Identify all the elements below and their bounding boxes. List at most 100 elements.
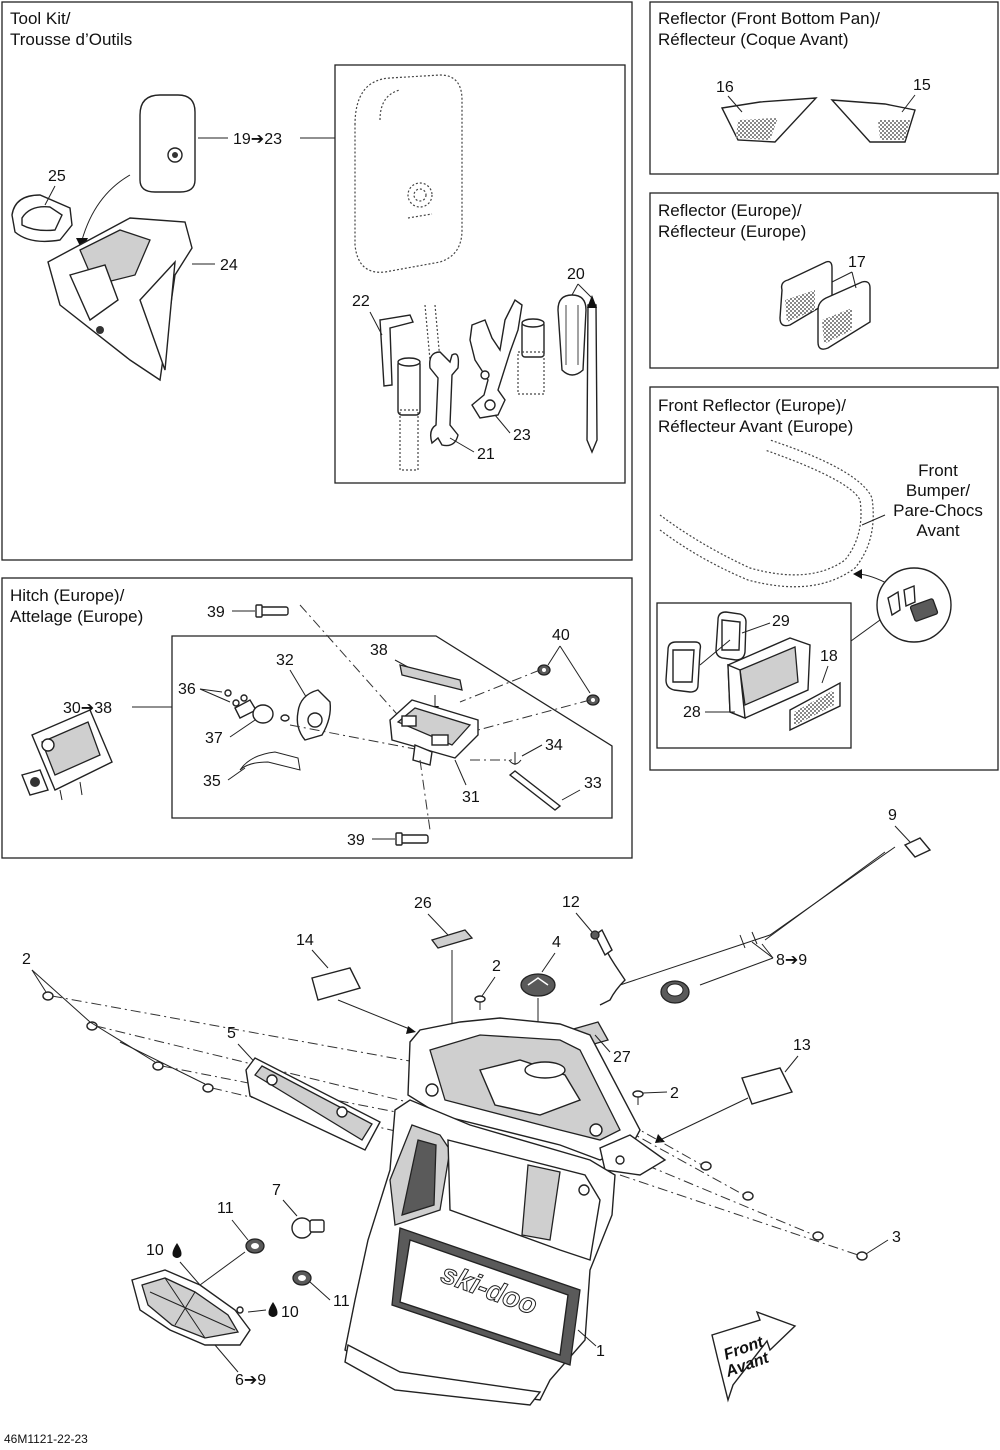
front-direction-arrow: Front Avant xyxy=(711,1310,797,1403)
reflector-left xyxy=(720,97,818,143)
callout-28: 28 xyxy=(683,704,701,721)
cotter-pin xyxy=(508,752,522,765)
hitch-nut-1 xyxy=(537,664,551,676)
reflector-plate-back xyxy=(779,260,833,327)
reflector-bracket-right xyxy=(715,611,747,661)
callout-1: 1 xyxy=(596,1343,605,1360)
callout-12: 12 xyxy=(562,894,580,911)
side-bracket-left xyxy=(245,1057,381,1151)
callout-7: 7 xyxy=(272,1182,281,1199)
reflector-pan-title-en: Reflector (Front Bottom Pan)/ xyxy=(658,9,880,28)
wiring-harness xyxy=(594,837,932,1006)
callout-38: 38 xyxy=(370,642,388,659)
toolkit-contents-box xyxy=(334,64,626,484)
hitch-title-en: Hitch (Europe)/ xyxy=(10,586,125,605)
hitch-pin xyxy=(508,770,562,811)
callout-27: 27 xyxy=(613,1049,631,1066)
brand-emblem xyxy=(520,973,556,997)
callout-39-bottom: 39 xyxy=(347,832,365,849)
main-assembly: 9 8➔9 12 26 14 4 xyxy=(4,807,932,1446)
callout-4: 4 xyxy=(552,934,561,951)
reflector-bracket-left xyxy=(665,641,702,693)
reflector-plate-front xyxy=(817,280,871,350)
bumper-label-2: Bumper/ xyxy=(906,481,971,500)
callout-11-bottom: 11 xyxy=(333,1293,350,1310)
bumper-label-1: Front xyxy=(918,461,958,480)
callout-10-bottom: 10 xyxy=(281,1304,299,1321)
callout-31: 31 xyxy=(462,789,480,806)
callout-14: 14 xyxy=(296,932,314,949)
callout-35: 35 xyxy=(203,773,221,790)
callout-23: 23 xyxy=(513,427,531,444)
callout-26: 26 xyxy=(414,895,432,912)
callout-20: 20 xyxy=(567,266,585,283)
hitch-bolt-bottom xyxy=(395,832,429,846)
drop-icon-bottom xyxy=(268,1302,278,1317)
tool-kit-holder xyxy=(47,217,193,382)
light-bulb xyxy=(291,1217,325,1239)
hitch-nut-2 xyxy=(586,694,600,706)
screwdriver xyxy=(557,294,598,454)
callout-19-23: 19➔23 xyxy=(233,131,282,148)
grommet-11-bottom xyxy=(292,1270,312,1286)
connector-plug xyxy=(660,980,690,1004)
detail-magnifier xyxy=(876,567,952,643)
drop-icon-top xyxy=(172,1243,182,1258)
callout-25: 25 xyxy=(48,168,66,185)
multi-tool-wrench xyxy=(469,298,523,419)
drawing-id: 46M1121-22-23 xyxy=(4,1432,88,1446)
tool-bag-small xyxy=(139,94,196,193)
hitch-detail-box xyxy=(171,635,613,819)
top-bracket xyxy=(407,1017,667,1176)
front-reflector-title-en: Front Reflector (Europe)/ xyxy=(658,396,846,415)
callout-10-top: 10 xyxy=(146,1242,164,1259)
rivets-right xyxy=(700,1161,868,1261)
toolkit-panel: Tool Kit/ Trousse d’Outils 19➔23 25 xyxy=(1,1,633,561)
tool-bag-large xyxy=(354,74,463,273)
callout-40: 40 xyxy=(552,627,570,644)
callout-2-left: 2 xyxy=(22,951,31,968)
callout-29: 29 xyxy=(772,613,790,630)
hex-key xyxy=(379,314,414,387)
open-end-wrench xyxy=(429,351,460,447)
callout-17: 17 xyxy=(848,254,866,271)
rivets-left xyxy=(42,991,214,1093)
toolkit-title-fr: Trousse d’Outils xyxy=(10,30,132,49)
hitch-panel: Hitch (Europe)/ Attelage (Europe) 39 30➔… xyxy=(1,577,633,859)
front-bottom-pan: ski-doo xyxy=(344,1099,616,1406)
hitch-bolt-top xyxy=(255,604,289,618)
reflector-lens xyxy=(789,681,841,732)
retaining-strap xyxy=(11,194,73,243)
hitch-latch xyxy=(296,689,332,741)
callout-37: 37 xyxy=(205,730,223,747)
front-bumper xyxy=(659,439,874,588)
reflector-europe-title-fr: Réflecteur (Europe) xyxy=(658,222,806,241)
callout-15: 15 xyxy=(913,77,931,94)
headlight xyxy=(131,1269,251,1346)
grommet-12 xyxy=(590,930,600,940)
callout-8-9: 8➔9 xyxy=(776,952,807,969)
callout-6-9: 6➔9 xyxy=(235,1372,266,1389)
callout-39-top: 39 xyxy=(207,604,225,621)
front-reflector-detail-box xyxy=(656,602,852,749)
bit-sockets xyxy=(517,318,545,395)
callout-22: 22 xyxy=(352,293,370,310)
bumper-label-4: Avant xyxy=(916,521,959,540)
hitch-body xyxy=(389,699,479,766)
reflector-europe-panel: Reflector (Europe)/ Réflecteur (Europe) … xyxy=(649,192,999,369)
front-reflector-panel: Front Reflector (Europe)/ Réflecteur Ava… xyxy=(649,386,999,771)
callout-36: 36 xyxy=(178,681,196,698)
callout-13: 13 xyxy=(793,1037,811,1054)
callout-2-center: 2 xyxy=(492,958,501,975)
spark-plug-socket xyxy=(397,357,421,471)
screw-2-right xyxy=(632,1090,644,1105)
bumper-label-3: Pare-Chocs xyxy=(893,501,983,520)
reflector-europe-title-en: Reflector (Europe)/ xyxy=(658,201,802,220)
front-reflector-title-fr: Réflecteur Avant (Europe) xyxy=(658,417,853,436)
reflector-right xyxy=(830,99,916,143)
spring-clip xyxy=(239,751,301,771)
callout-5: 5 xyxy=(227,1025,236,1042)
toolkit-title-en: Tool Kit/ xyxy=(10,9,71,28)
callout-32: 32 xyxy=(276,652,294,669)
